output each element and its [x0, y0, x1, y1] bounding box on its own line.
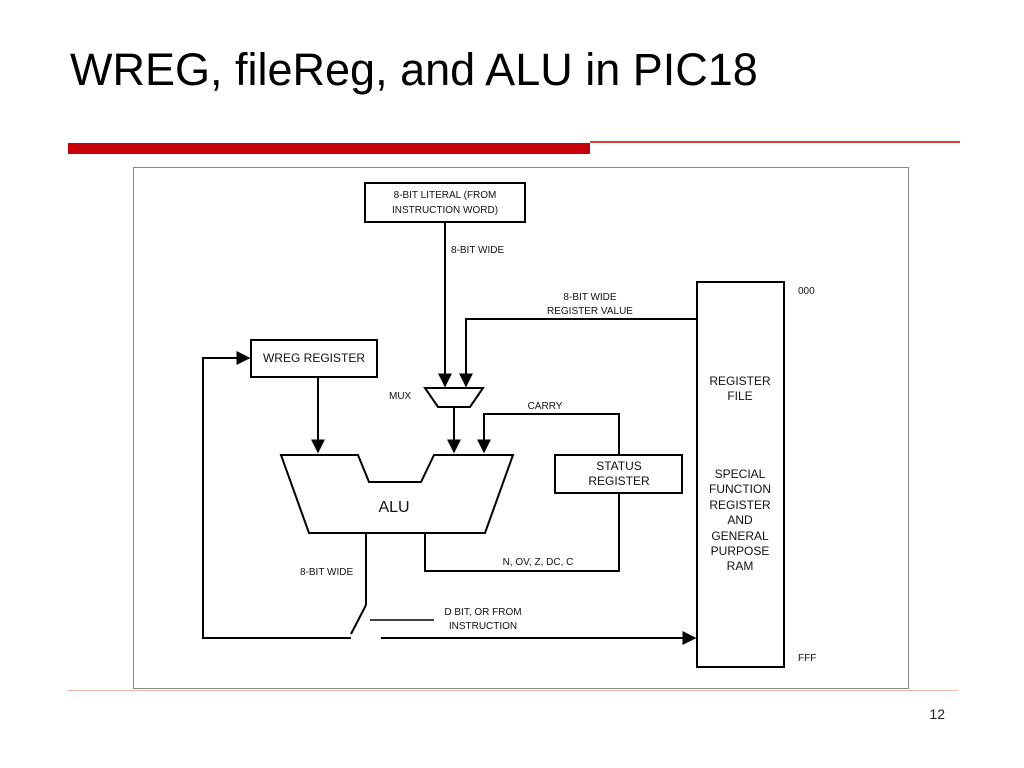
regfile-to-mux-line	[459, 318, 697, 388]
feedback-to-wreg-line	[202, 351, 351, 639]
alu-shape	[279, 454, 515, 534]
title-rule-thick	[68, 143, 590, 154]
alu-label: ALU	[378, 499, 409, 516]
mux-label: MUX	[389, 391, 412, 402]
regval-label-line-1: 8-BIT WIDE	[563, 292, 616, 303]
flags-label: N, OV, Z, DC, C	[503, 557, 574, 568]
regfile-bottom-line-6: PURPOSE	[711, 544, 770, 558]
regfile-bottom-line-2: FUNCTION	[709, 482, 771, 496]
mux-shape	[423, 387, 485, 408]
wreg-box	[250, 339, 378, 378]
alu-out-label: 8-BIT WIDE	[300, 567, 353, 578]
regfile-bottom-line-3: REGISTER	[709, 498, 771, 512]
register-file-box	[696, 281, 785, 668]
dbit-label-line-1: D BIT, OR FROM	[444, 607, 521, 618]
address-bottom-label: FFF	[798, 653, 816, 664]
address-top-label: 000	[798, 286, 815, 297]
carry-line	[477, 413, 620, 455]
regfile-top-line-2: FILE	[727, 389, 752, 403]
flags-line	[424, 493, 620, 572]
regfile-bottom-line-5: GENERAL	[711, 529, 769, 543]
literal-box-line-1: 8-BIT LITERAL (FROM	[394, 190, 497, 201]
wreg-box-label: WREG REGISTER	[263, 351, 365, 365]
switch-arm	[350, 604, 367, 635]
literal-width-label: 8-BIT WIDE	[451, 245, 504, 256]
regval-label-line-2: REGISTER VALUE	[547, 306, 633, 317]
status-box	[554, 454, 683, 494]
slide-title: WREG, fileReg, and ALU in PIC18	[70, 44, 758, 95]
literal-box-line-2: INSTRUCTION WORD)	[392, 205, 498, 216]
status-box-line-2: REGISTER	[588, 474, 650, 488]
title-rule-thin	[590, 141, 960, 143]
regfile-top-line-1: REGISTER	[709, 374, 771, 388]
page-number: 12	[929, 706, 945, 722]
regfile-bottom-line-4: AND	[727, 513, 753, 527]
carry-label: CARRY	[528, 401, 563, 412]
regfile-bottom-line-7: RAM	[727, 559, 754, 573]
literal-box	[364, 182, 526, 223]
status-box-line-1: STATUS	[596, 459, 642, 473]
dbit-label-line-2: INSTRUCTION	[449, 621, 517, 632]
footer-rule	[68, 690, 958, 691]
regfile-bottom-line-1: SPECIAL	[715, 467, 766, 481]
